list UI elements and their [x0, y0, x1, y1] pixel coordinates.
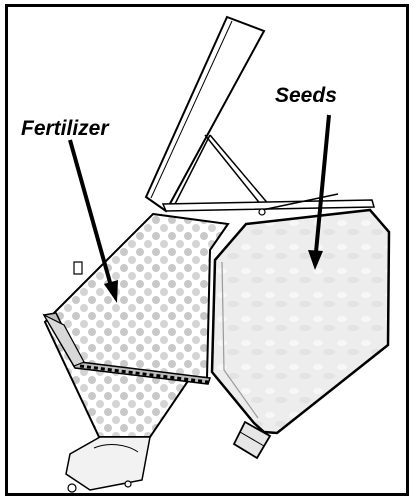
seed-hopper-icon: [212, 210, 389, 433]
lid-icon: [146, 17, 270, 211]
fertilizer-label: Fertilizer: [21, 117, 109, 141]
fertilizer-hopper-icon: [45, 214, 228, 437]
top-rail: [163, 194, 374, 215]
fertilizer-outlet-icon: [66, 437, 150, 492]
seeds-label: Seeds: [275, 84, 337, 108]
